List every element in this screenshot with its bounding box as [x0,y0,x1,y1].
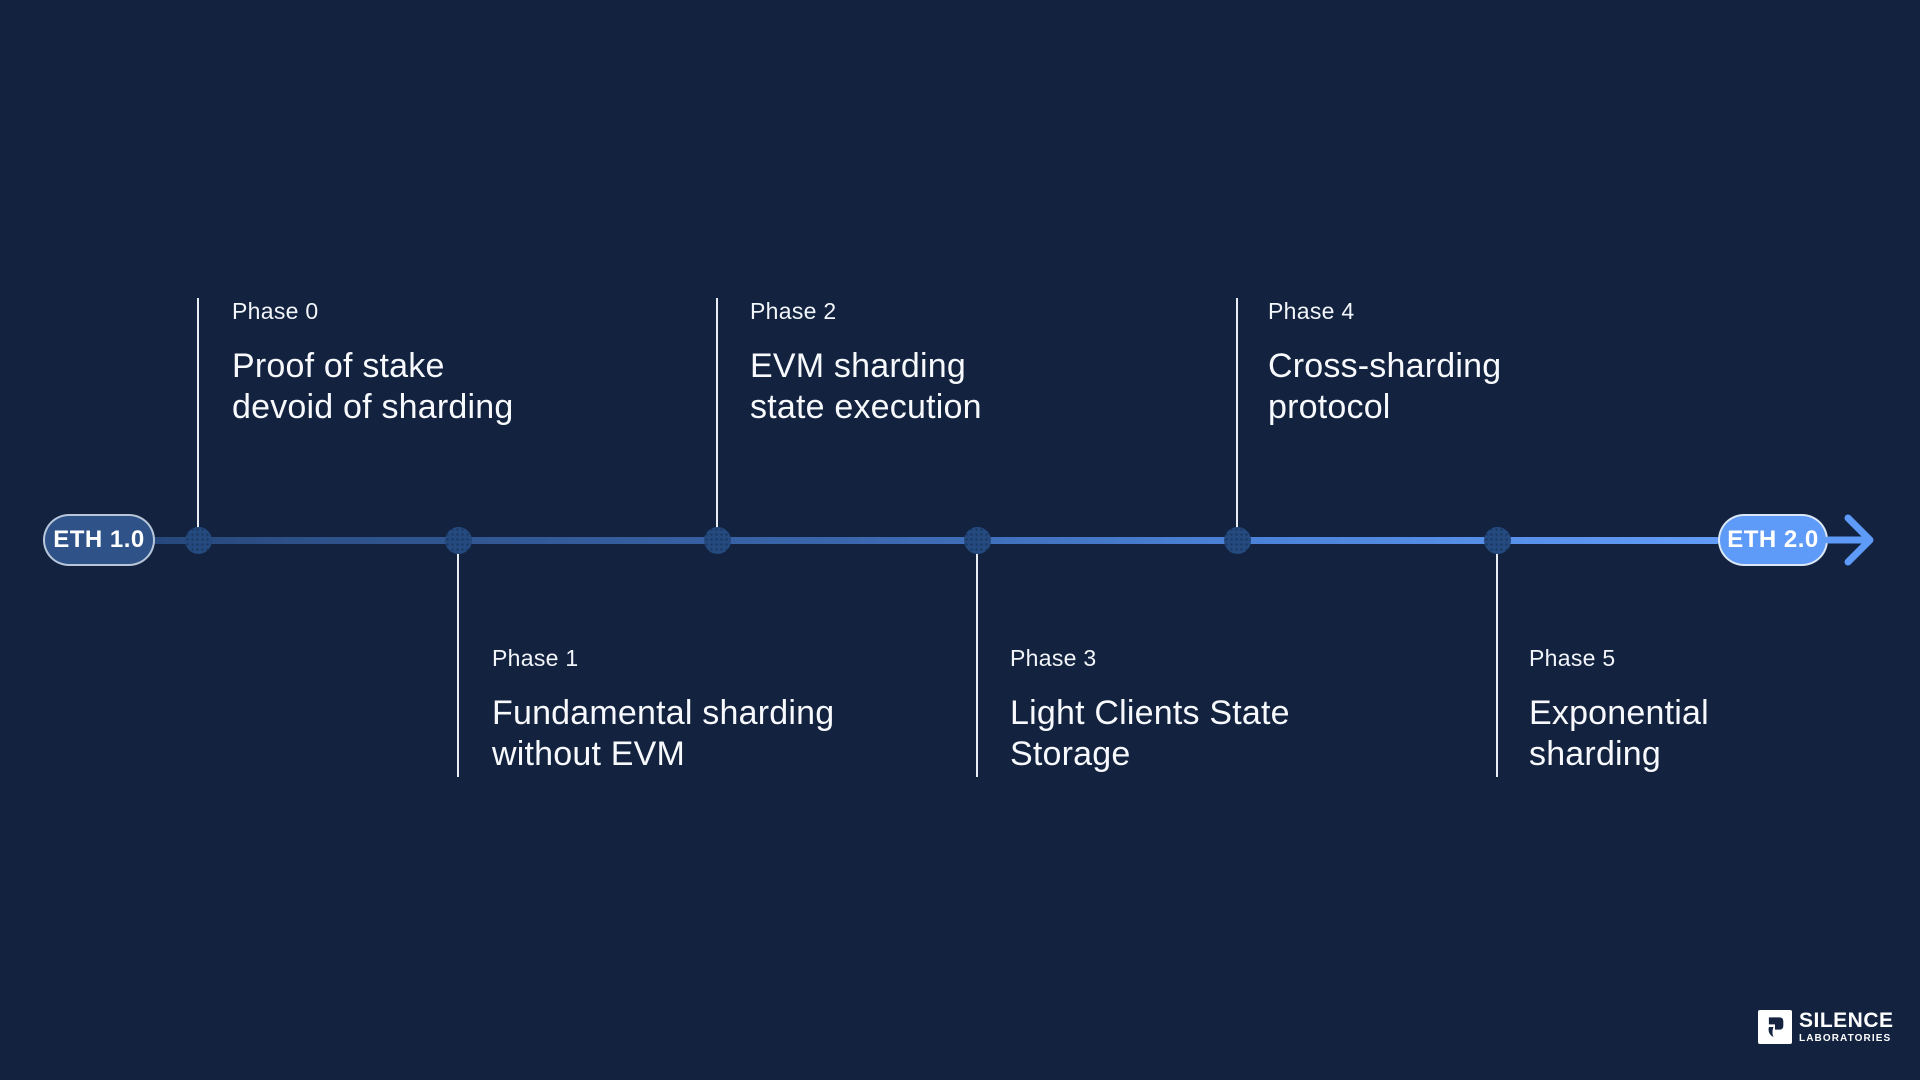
phase-5-title: Exponential sharding [1529,694,1709,774]
timeline-dot-phase-3 [964,527,991,554]
eth-1-0-badge: ETH 1.0 [43,514,155,566]
phase-3-title: Light Clients State Storage [1010,694,1290,774]
phase-5-block: Phase 5 Exponential sharding [1529,645,1709,776]
timeline-dot-phase-0 [185,527,212,554]
phase-3-block: Phase 3 Light Clients State Storage [1010,645,1290,776]
phase-1-title: Fundamental sharding without EVM [492,694,835,774]
phase-3-label: Phase 3 [1010,645,1097,671]
timeline-dot-phase-2 [704,527,731,554]
phase-4-label: Phase 4 [1268,298,1355,324]
phase-5-connector-line [1496,553,1498,777]
eth-2-0-badge: ETH 2.0 [1718,514,1828,566]
phase-4-title: Cross-sharding protocol [1268,347,1502,427]
phase-1-block: Phase 1 Fundamental sharding without EVM [492,645,834,776]
phase-0-block: Phase 0 Proof of stake devoid of shardin… [232,298,513,429]
timeline-line [120,537,1720,544]
phase-0-connector-line [197,298,199,528]
logo-title: SILENCE [1799,1009,1894,1032]
phase-4-connector-line [1236,298,1238,528]
arrow-right-icon [1824,514,1874,566]
silence-labs-logo-glyph [1758,1010,1792,1044]
timeline-dot-phase-4 [1224,527,1251,554]
timeline-dot-phase-5 [1484,527,1511,554]
eth-2-0-label: ETH 2.0 [1727,526,1819,553]
phase-0-label: Phase 0 [232,298,319,324]
phase-0-title: Proof of stake devoid of sharding [232,347,514,427]
phase-5-label: Phase 5 [1529,645,1616,671]
phase-2-block: Phase 2 EVM sharding state execution [750,298,982,429]
phase-3-connector-line [976,553,978,777]
logo-text: SILENCE LABORATORIES [1799,1010,1894,1044]
phase-2-title: EVM sharding state execution [750,347,982,427]
logo-subtitle: LABORATORIES [1799,1033,1892,1044]
silence-laboratories-logo: SILENCE LABORATORIES [1758,1010,1894,1044]
phase-2-connector-line [716,298,718,528]
phase-4-block: Phase 4 Cross-sharding protocol [1268,298,1501,429]
phase-1-connector-line [457,553,459,777]
phase-2-label: Phase 2 [750,298,837,324]
eth-1-0-label: ETH 1.0 [53,526,145,553]
timeline-dot-phase-1 [445,527,472,554]
phase-1-label: Phase 1 [492,645,579,671]
